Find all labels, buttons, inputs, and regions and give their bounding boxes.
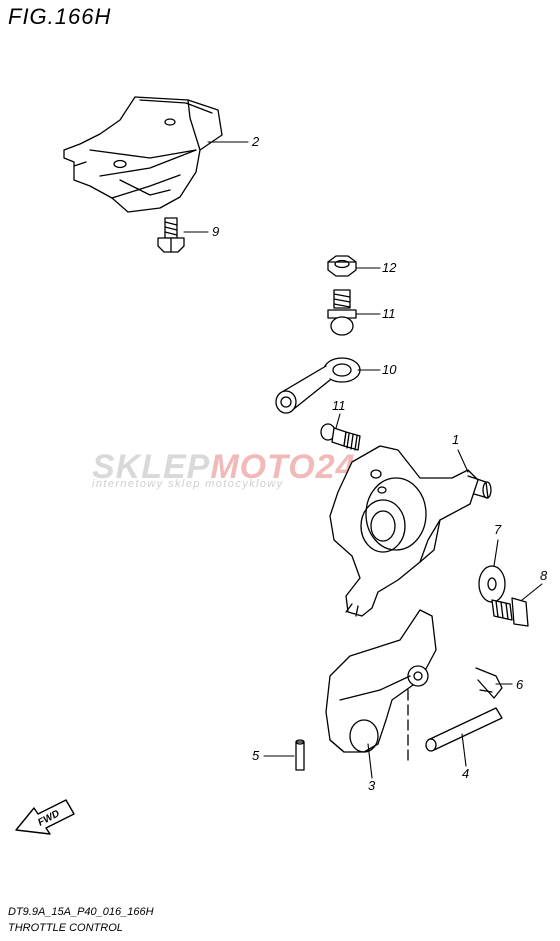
leader-8 [521, 583, 543, 601]
callout-3: 3 [368, 778, 376, 793]
leader-7 [493, 539, 499, 567]
leader-3 [367, 743, 373, 779]
part-11-ball-stud-lower [320, 423, 361, 451]
watermark-brand-b: MOTO24 [210, 448, 356, 486]
part-12-nut [327, 255, 357, 277]
callout-numbers: 1 2 3 4 5 6 7 8 9 10 11 11 12 [212, 134, 548, 793]
callout-11a: 11 [382, 306, 396, 321]
callout-11b: 11 [332, 398, 346, 413]
callout-2: 2 [251, 134, 260, 149]
watermark-tagline: internetowy sklep motocyklowy [92, 478, 284, 490]
callout-10: 10 [382, 362, 397, 377]
part-9-bolt [157, 217, 185, 253]
part-10-rod-end [275, 357, 361, 414]
footer-code: DT9.9A_15A_P40_016_166H [8, 906, 154, 918]
figure-title: FIG.166H [8, 4, 112, 29]
part-1-throttle-cam [329, 445, 492, 617]
callout-1: 1 [452, 432, 459, 447]
callout-12: 12 [382, 260, 397, 275]
part-4-shaft [425, 707, 503, 752]
leader-11b [335, 413, 341, 429]
part-2-bracket [63, 96, 223, 213]
leader-lines [183, 141, 543, 779]
footer-title: THROTTLE CONTROL [8, 922, 123, 934]
watermark-brand-a: SKLEP [92, 448, 211, 486]
part-11-ball-stud-upper [327, 289, 357, 336]
callout-4: 4 [462, 766, 469, 781]
callout-6: 6 [516, 677, 524, 692]
callout-7: 7 [494, 522, 502, 537]
callout-5: 5 [252, 748, 260, 763]
part-5-pin [295, 739, 305, 771]
callout-8: 8 [540, 568, 548, 583]
leader-1 [457, 449, 469, 473]
fwd-arrow: FWD [15, 799, 75, 835]
leader-4 [461, 733, 467, 767]
part-7-washer [478, 565, 506, 603]
callout-9: 9 [212, 224, 219, 239]
part-3-arm [325, 609, 437, 753]
part-6-clip [475, 667, 503, 699]
part-8-bolt [491, 597, 529, 627]
